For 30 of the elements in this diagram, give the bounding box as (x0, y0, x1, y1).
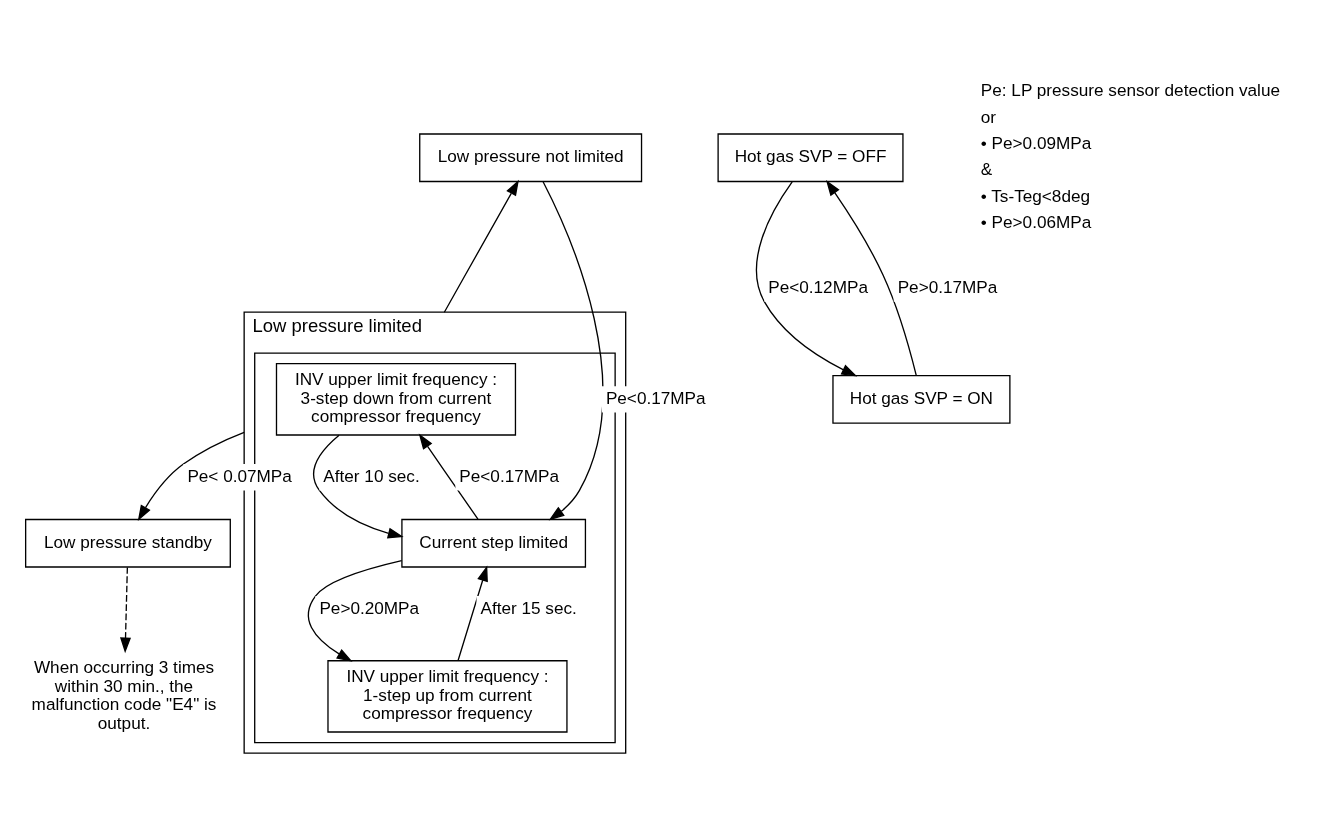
arrow (307, 559, 403, 662)
arrow (313, 434, 404, 539)
node-box: INV upper limit frequency : 3-step down from current compressor frequency (275, 363, 517, 436)
edge-label: After 10 sec. (323, 465, 420, 486)
arrow (542, 181, 604, 521)
node-box: Hot gas SVP = OFF (717, 133, 904, 183)
label: • Pe>0.09MPa (980, 133, 1092, 154)
edge-label: Pe<0.17MPa (459, 465, 560, 486)
node-box: Hot gas SVP = ON (832, 374, 1011, 424)
node-box: Current step limited (401, 518, 587, 568)
arrow (457, 565, 488, 661)
node-box: INV upper limit frequency : 1-step up from current compressor frequency (327, 660, 568, 733)
arrow (443, 179, 519, 313)
arrow (755, 181, 858, 377)
label: • Pe>0.06MPa (980, 212, 1092, 233)
arrow (119, 566, 132, 654)
edge-label: Pe>0.20MPa (319, 597, 420, 618)
edge-label: Pe<0.12MPa (768, 276, 868, 297)
label: Pe: LP pressure sensor detection value (980, 80, 1280, 101)
edge-label: After 15 sec. (480, 597, 577, 618)
node-text: When occurring 3 times within 30 min., the malfunction code "E4" is output. (31, 657, 217, 733)
arrow (418, 433, 479, 520)
arrow (137, 431, 245, 522)
label: & (980, 159, 993, 180)
arrow (825, 180, 917, 376)
node-box: Low pressure not limited (419, 133, 643, 183)
label: • Ts-Teg<8deg (980, 185, 1091, 206)
label: or (980, 106, 997, 127)
edge-label: Pe>0.17MPa (897, 276, 998, 297)
node-box: Low pressure standby (25, 518, 231, 568)
